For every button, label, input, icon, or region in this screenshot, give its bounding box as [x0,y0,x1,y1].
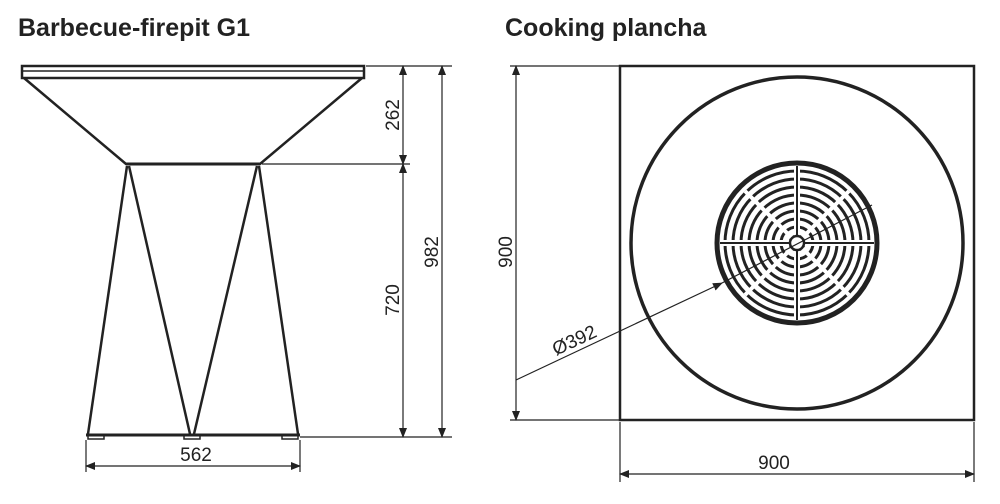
grate [714,160,880,326]
firepit-bowl [23,77,363,166]
plancha-outer-circle [629,75,965,411]
firepit-leg-left [86,165,129,435]
plancha-drawing [618,64,976,422]
plancha-dimensions [510,65,975,482]
plancha-title: Cooking plancha [505,14,707,42]
firepit-title: Barbecue-firepit G1 [18,14,251,42]
firepit-top-plate [20,64,366,80]
dim-plancha-width: 900 [758,453,790,474]
firepit-leg-right [257,165,300,435]
dim-720: 720 [383,284,404,316]
dim-plancha-height: 900 [496,236,517,268]
firepit-dimensions [85,65,452,472]
firepit-drawing [20,64,366,440]
plancha-square [618,64,976,422]
dim-562: 562 [180,445,212,466]
dim-grate-diameter: Ø392 [549,322,600,361]
dim-262: 262 [383,99,404,131]
dim-982: 982 [422,236,443,268]
